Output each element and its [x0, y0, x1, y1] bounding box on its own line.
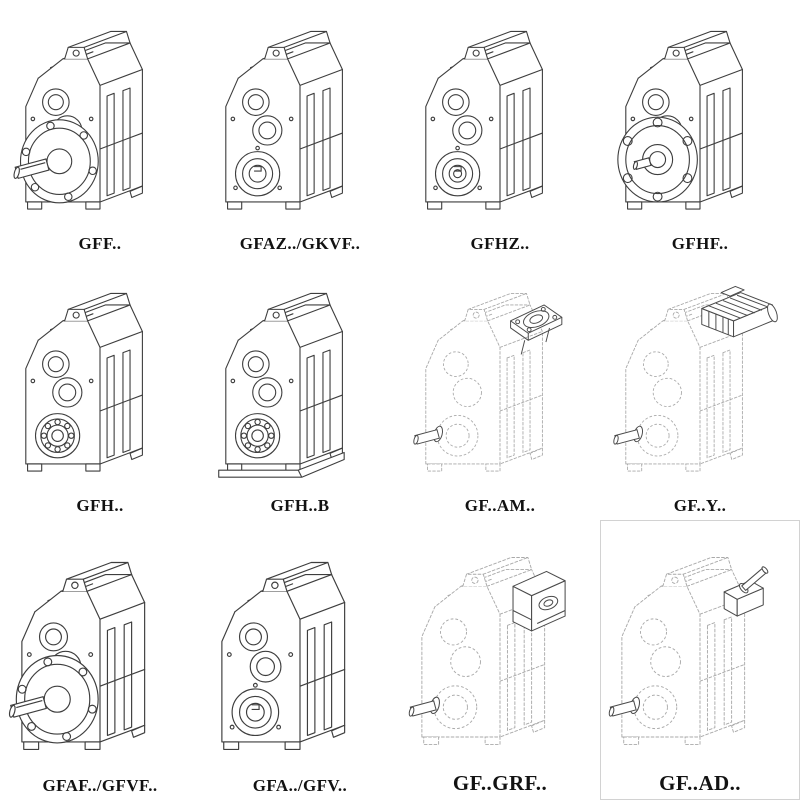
- gearbox-drawing-output-flange: [12, 30, 143, 210]
- catalog-cell-gfh: GFH..: [0, 258, 200, 520]
- gearbox-drawing-hollow-bearing: [25, 292, 143, 472]
- catalog-cell-gfaf-gfvf: GFAF../GFVF..: [0, 520, 200, 800]
- catalog-cell-gf-grf: GF..GRF..: [400, 520, 600, 800]
- model-label: GF..AD..: [659, 770, 741, 795]
- gearbox-drawing-hollow-shrink-disc: [425, 30, 543, 210]
- gearbox-drawing-hollow-bearing-baseplate: [218, 292, 345, 478]
- catalog-cell-gfhf: GFHF..: [600, 0, 800, 258]
- catalog-cell-gfaz-gkvf: GFAZ../GKVF..: [200, 0, 400, 258]
- catalog-cell-gf-y: GF..Y..: [600, 258, 800, 520]
- gearbox-drawing-hollow-shaft: [221, 561, 346, 750]
- catalog-cell-gff: GFF..: [0, 0, 200, 258]
- catalog-cell-gf-ad: GF..AD..: [600, 520, 800, 800]
- gearbox-drawing-iec-adapter: [412, 292, 563, 472]
- model-label: GFAF../GFVF..: [42, 775, 158, 795]
- catalog-cell-gfhz: GFHZ..: [400, 0, 600, 258]
- catalog-cell-gfa-gfv: GFA../GFV..: [200, 520, 400, 800]
- model-label: GFH..: [76, 495, 124, 515]
- catalog-cell-gf-am: GF..AM..: [400, 258, 600, 520]
- gearbox-drawing-input-block: [407, 556, 566, 745]
- model-label: GF..AM..: [464, 495, 536, 515]
- model-label: GF..GRF..: [452, 770, 548, 795]
- model-label: GFA../GFV..: [252, 775, 348, 795]
- model-label: GFHF..: [671, 233, 729, 253]
- catalog-cell-gfh-b: GFH..B: [200, 258, 400, 520]
- model-label: GFHZ..: [470, 233, 530, 253]
- gearbox-drawing-mounted-motor: [612, 285, 780, 472]
- model-label: GFAZ../GKVF..: [239, 233, 361, 253]
- gearbox-drawing-front-flange: [617, 30, 743, 210]
- model-label: GF..Y..: [673, 495, 727, 515]
- gearbox-drawing-free-input-shaft: [607, 556, 770, 745]
- gearbox-drawing-hollow-shaft: [225, 30, 343, 210]
- model-label: GFF..: [78, 233, 122, 253]
- gearbox-drawing-output-flange: [7, 561, 146, 750]
- model-label: GFH..B: [270, 495, 330, 515]
